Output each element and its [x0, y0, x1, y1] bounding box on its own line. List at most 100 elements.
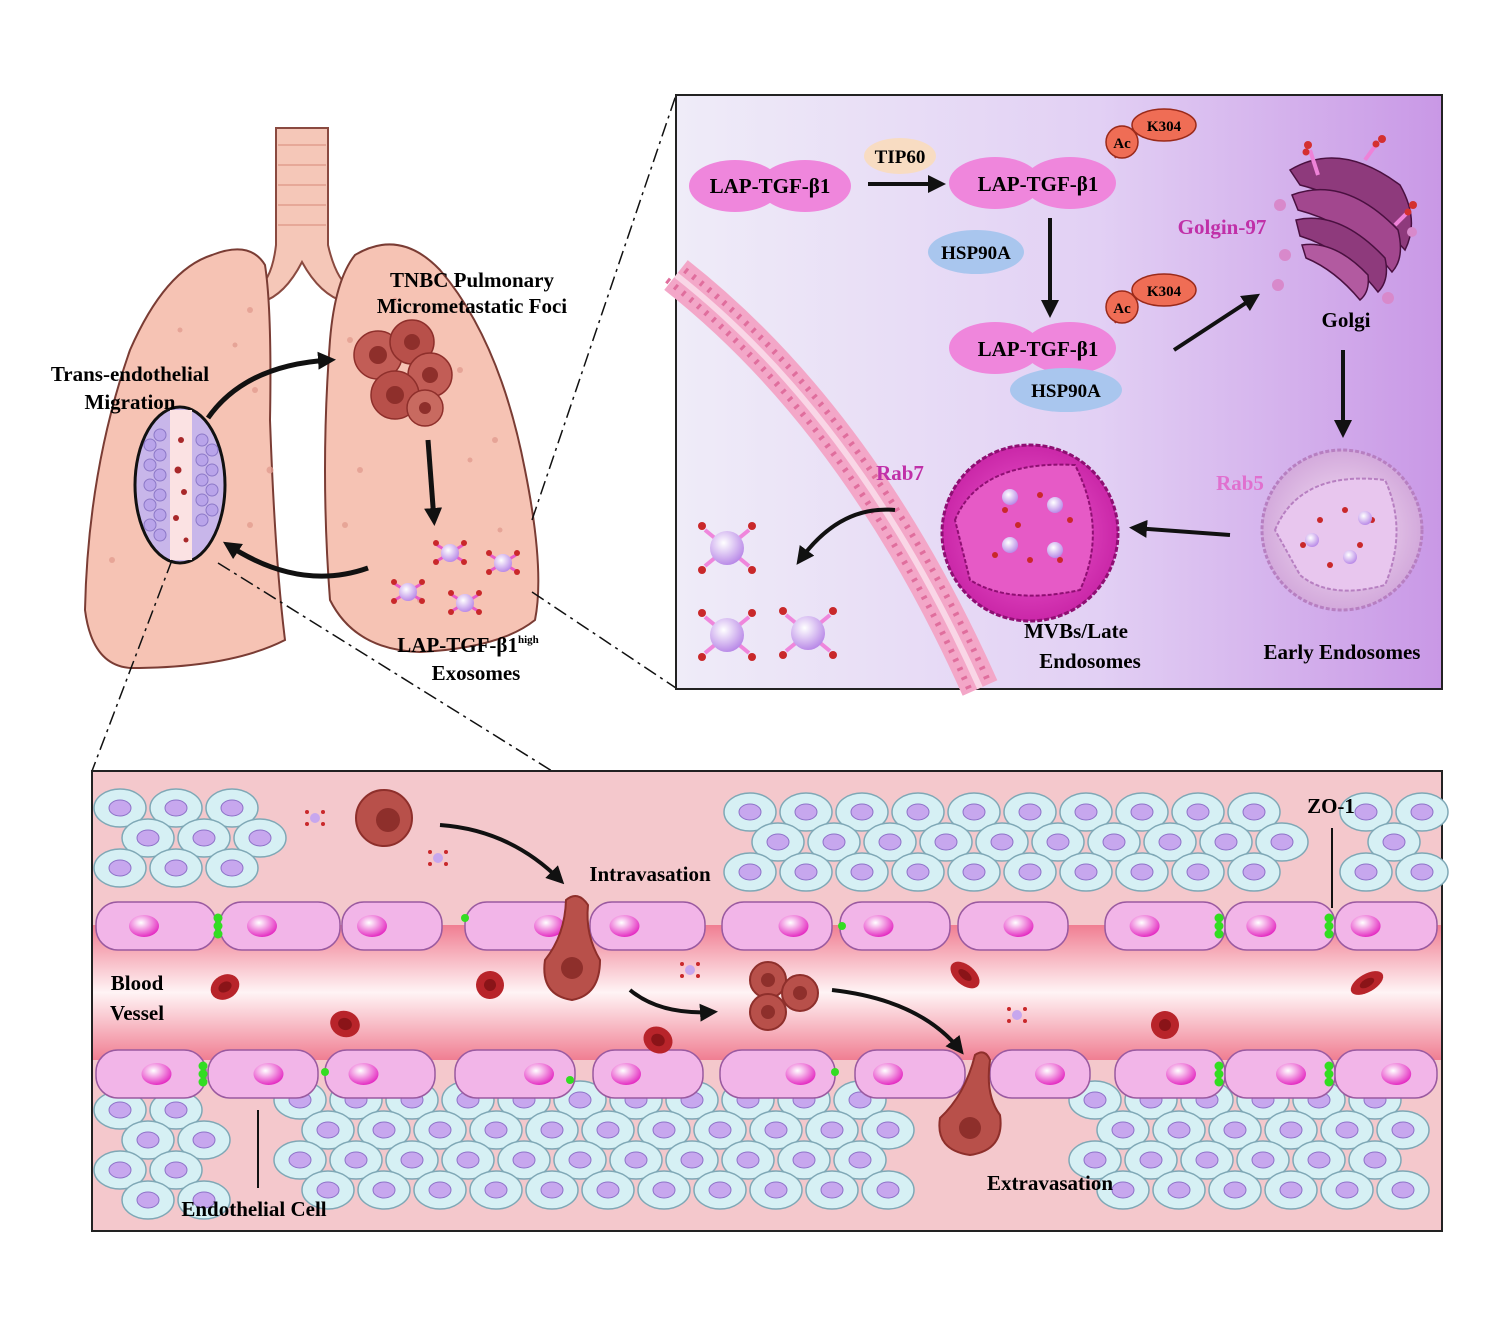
tissue-cell — [749, 1170, 803, 1210]
tissue-cell — [1376, 1110, 1430, 1150]
acetyl-badge-1 — [1105, 125, 1139, 159]
tissue-cell — [1208, 1170, 1262, 1210]
tissue-cell — [1264, 1170, 1318, 1210]
tissue-cell — [149, 1090, 203, 1130]
tissue-cell — [1199, 822, 1253, 862]
tissue-cell — [1059, 852, 1113, 892]
golgi-apparatus — [1272, 135, 1417, 304]
tissue-cell — [1236, 1140, 1290, 1180]
tissue-cell — [1339, 852, 1393, 892]
endothelial-cell — [1114, 1049, 1226, 1099]
endothelial-cell — [1104, 901, 1226, 951]
tissue-cell — [149, 848, 203, 888]
endothelial-cell — [1224, 1049, 1336, 1099]
endothelial-cell — [464, 901, 586, 951]
tissue-cell — [1171, 792, 1225, 832]
rab5-label: Rab5 — [1216, 471, 1264, 495]
tissue-cell — [93, 788, 147, 828]
endothelial-cell — [1334, 1049, 1438, 1099]
cell-membrane — [664, 260, 998, 696]
golgi-label: Golgi — [1321, 308, 1370, 332]
tip60-label: TIP60 — [875, 147, 926, 168]
junction-fragment — [831, 1068, 839, 1076]
arrow-early-to-mvb — [1129, 519, 1231, 538]
hsp90a-shape-1 — [928, 230, 1024, 274]
tissue-cell — [1087, 822, 1141, 862]
arrow-secretion — [796, 507, 896, 565]
arrow-in-lumen — [628, 988, 718, 1022]
zo1-junction — [1214, 913, 1224, 939]
tip60-shape — [864, 138, 936, 174]
k304-2-label: K304 — [1147, 284, 1182, 300]
tissue-cell — [149, 1150, 203, 1190]
tissue-cell — [1227, 792, 1281, 832]
arrow-extravasation — [831, 988, 964, 1055]
tissue-cell — [121, 1120, 175, 1160]
zo1-junction — [1324, 913, 1334, 939]
tissue-cell — [805, 1170, 859, 1210]
junction-fragment — [566, 1076, 574, 1084]
arrow-foci-to-exosomes — [424, 439, 443, 526]
tissue-cell — [693, 1170, 747, 1210]
tissue-cell — [1115, 792, 1169, 832]
tissue-cell — [749, 1110, 803, 1150]
tissue-cell — [413, 1110, 467, 1150]
tissue-cell — [891, 852, 945, 892]
tissue-cell — [1152, 1110, 1206, 1150]
endothelial-cell — [1334, 901, 1438, 951]
tissue-cell — [469, 1170, 523, 1210]
acetyl-badge-2 — [1105, 290, 1139, 324]
endothelial-cell — [341, 901, 443, 951]
migration-oval — [133, 405, 227, 565]
tissue-cell — [947, 792, 1001, 832]
foci-label-line2: Micrometastatic Foci — [377, 294, 567, 318]
tissue-cell — [835, 852, 889, 892]
ac1-label: Ac — [1113, 136, 1131, 152]
tissue-cell — [1395, 792, 1449, 832]
tissue-cell — [721, 1140, 775, 1180]
tissue-cell — [1339, 792, 1393, 832]
tissue-cell — [1320, 1170, 1374, 1210]
tissue-cell — [357, 1170, 411, 1210]
exosome-label-superscript: high — [518, 634, 539, 646]
endothelial-cell — [839, 901, 951, 951]
zo1-label: ZO-1 — [1307, 794, 1355, 818]
tissue-cell — [1255, 822, 1309, 862]
endothelial-cell — [854, 1049, 966, 1099]
tissue-cell — [301, 1170, 355, 1210]
foci-label-line1: TNBC Pulmonary — [390, 268, 554, 292]
endothelial-layer — [95, 901, 1438, 1099]
blood-label-line2: Vessel — [110, 1001, 164, 1025]
lung-exosomes — [391, 540, 520, 615]
endothelial-cell — [454, 1049, 576, 1099]
tissue-cell — [1096, 1110, 1150, 1150]
hsp90a-2-label: HSP90A — [1031, 381, 1101, 402]
endothelial-cell — [95, 901, 217, 951]
exosome-label-line2: Exosomes — [432, 661, 521, 685]
tissue-cell — [891, 792, 945, 832]
tissue-cell — [779, 852, 833, 892]
tissue-cell — [1180, 1140, 1234, 1180]
endothelial-cell — [324, 1049, 436, 1099]
mvb-late-endosome — [940, 443, 1120, 623]
k304-1-label: K304 — [1147, 119, 1182, 135]
tissue-cell — [779, 792, 833, 832]
lung-illustration — [83, 127, 540, 670]
lap-tgf-b1-protein-2 — [949, 157, 1116, 209]
lap-tgf-b1-protein-1 — [689, 160, 851, 212]
tissue-cell — [777, 1140, 831, 1180]
tissue-cell — [833, 1140, 887, 1180]
tissue-cell — [581, 1110, 635, 1150]
tissue-cell — [861, 1110, 915, 1150]
tissue-cell — [497, 1140, 551, 1180]
endothelial-cell — [219, 901, 341, 951]
lap3-label: LAP-TGF-β1 — [978, 337, 1099, 361]
lap1-label: LAP-TGF-β1 — [710, 174, 831, 198]
endothelial-cell — [95, 1049, 207, 1099]
pathway-panel: LAP-TGF-β1 TIP60 LAP-TGF-β1 Ac K304 HSP9… — [664, 94, 1443, 696]
tissue-cell — [93, 1150, 147, 1190]
k304-badge-2 — [1131, 273, 1197, 307]
early-endosome — [1260, 448, 1424, 612]
tissue-cell — [609, 1140, 663, 1180]
zoom-lines — [91, 94, 677, 772]
